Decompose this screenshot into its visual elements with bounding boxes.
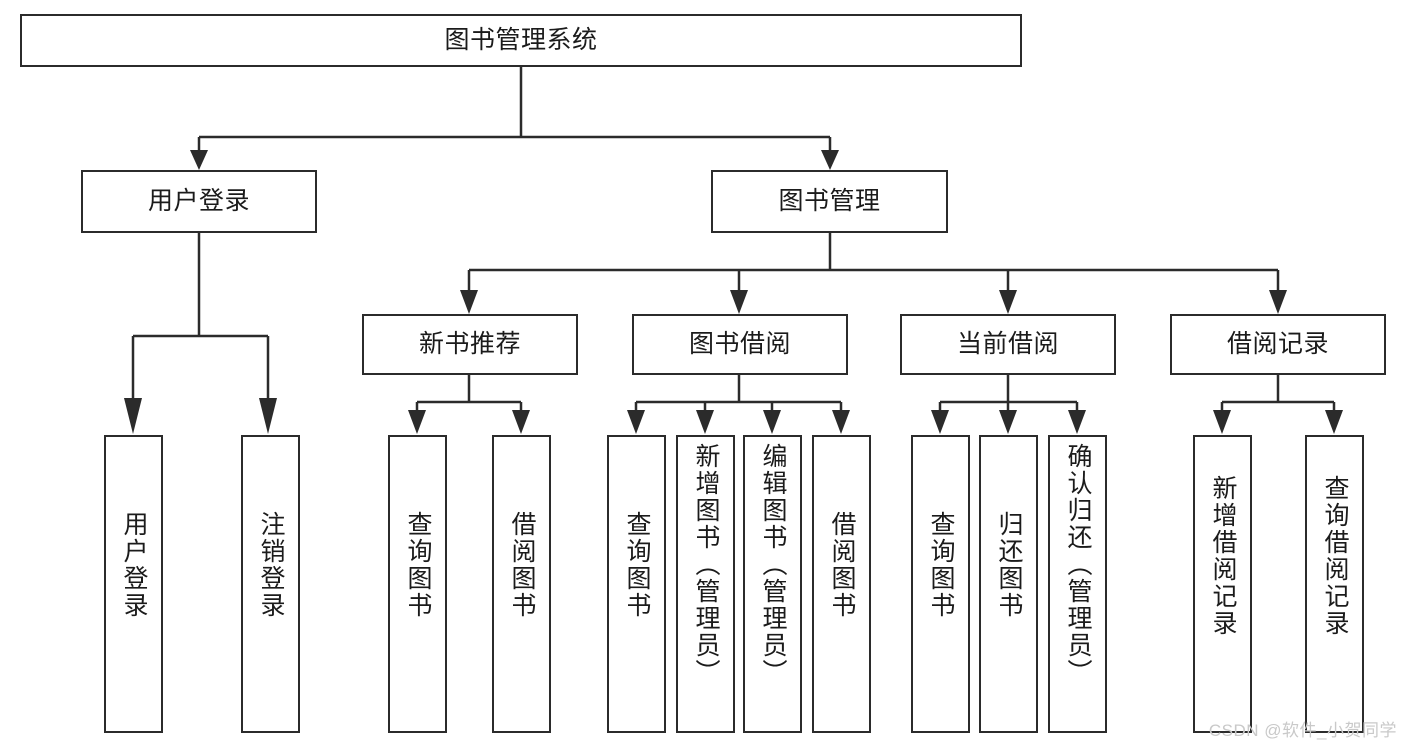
node-leaf-user-login[interactable]: 用户登录 (104, 435, 163, 733)
node-borrow-record-label: 借阅记录 (1226, 330, 1329, 359)
node-root[interactable]: 图书管理系统 (20, 14, 1022, 67)
arrowhead-leaf-query-book-3 (931, 410, 949, 434)
node-user-login[interactable]: 用户登录 (81, 170, 317, 233)
node-leaf-borrow-book-2[interactable]: 借阅图书 (812, 435, 871, 733)
node-leaf-confirm-return-label: 确认归还（管理员） (1064, 443, 1092, 686)
arrowhead-borrow-record (1269, 290, 1287, 314)
node-leaf-confirm-return[interactable]: 确认归还（管理员） (1048, 435, 1107, 733)
node-leaf-query-book-3[interactable]: 查询图书 (911, 435, 970, 733)
node-leaf-query-book-2[interactable]: 查询图书 (607, 435, 666, 733)
arrowhead-leaf-add-book (696, 410, 714, 434)
watermark: CSDN @软件_小贺同学 (1208, 721, 1397, 740)
node-leaf-add-book[interactable]: 新增图书（管理员） (676, 435, 735, 733)
arrowhead-book-manage (821, 150, 839, 170)
node-leaf-logout[interactable]: 注销登录 (241, 435, 300, 733)
node-leaf-return-book-label: 归还图书 (995, 511, 1023, 619)
node-new-book-recommend-label: 新书推荐 (418, 330, 521, 359)
node-leaf-add-record-label: 新增借阅记录 (1209, 475, 1237, 637)
arrowhead-current-borrow (999, 290, 1017, 314)
arrowhead-leaf-borrow-book-1 (512, 410, 530, 434)
node-current-borrow[interactable]: 当前借阅 (900, 314, 1116, 375)
node-book-borrow[interactable]: 图书借阅 (632, 314, 848, 375)
node-book-borrow-label: 图书借阅 (688, 330, 791, 359)
node-book-manage[interactable]: 图书管理 (711, 170, 948, 233)
node-book-manage-label: 图书管理 (778, 187, 881, 216)
arrowhead-leaf-query-book-2 (627, 410, 645, 434)
node-leaf-query-book-1-label: 查询图书 (404, 511, 432, 619)
node-leaf-edit-book[interactable]: 编辑图书（管理员） (743, 435, 802, 733)
node-root-label: 图书管理系统 (444, 26, 598, 55)
arrowhead-book-borrow (730, 290, 748, 314)
node-new-book-recommend[interactable]: 新书推荐 (362, 314, 578, 375)
node-user-login-label: 用户登录 (147, 187, 250, 216)
node-borrow-record[interactable]: 借阅记录 (1170, 314, 1386, 375)
node-leaf-borrow-book-1[interactable]: 借阅图书 (492, 435, 551, 733)
arrowhead-leaf-confirm-return (1068, 410, 1086, 434)
node-leaf-query-book-3-label: 查询图书 (927, 511, 955, 619)
node-leaf-query-book-2-label: 查询图书 (623, 511, 651, 619)
node-leaf-query-record-label: 查询借阅记录 (1321, 475, 1349, 637)
node-current-borrow-label: 当前借阅 (956, 330, 1059, 359)
arrowhead-new-book-recommend (460, 290, 478, 314)
node-leaf-query-record[interactable]: 查询借阅记录 (1305, 435, 1364, 733)
node-leaf-borrow-book-1-label: 借阅图书 (508, 511, 536, 619)
arrowhead-leaf-borrow-book-2 (832, 410, 850, 434)
arrowhead-leaf-edit-book (763, 410, 781, 434)
node-leaf-borrow-book-2-label: 借阅图书 (828, 511, 856, 619)
arrowhead-leaf-add-record (1213, 410, 1231, 434)
node-leaf-add-book-label: 新增图书（管理员） (692, 443, 720, 686)
arrowhead-leaf-return-book (999, 410, 1017, 434)
node-leaf-add-record[interactable]: 新增借阅记录 (1193, 435, 1252, 733)
node-leaf-logout-label: 注销登录 (257, 511, 285, 619)
node-leaf-user-login-label: 用户登录 (120, 511, 148, 619)
arrowhead-leaf-query-record (1325, 410, 1343, 434)
arrowhead-user-login (190, 150, 208, 170)
node-leaf-return-book[interactable]: 归还图书 (979, 435, 1038, 733)
arrowhead-leaf-logout (259, 398, 277, 434)
node-leaf-query-book-1[interactable]: 查询图书 (388, 435, 447, 733)
arrowhead-leaf-user-login (124, 398, 142, 434)
node-leaf-edit-book-label: 编辑图书（管理员） (759, 443, 787, 686)
arrowhead-leaf-query-book-1 (408, 410, 426, 434)
